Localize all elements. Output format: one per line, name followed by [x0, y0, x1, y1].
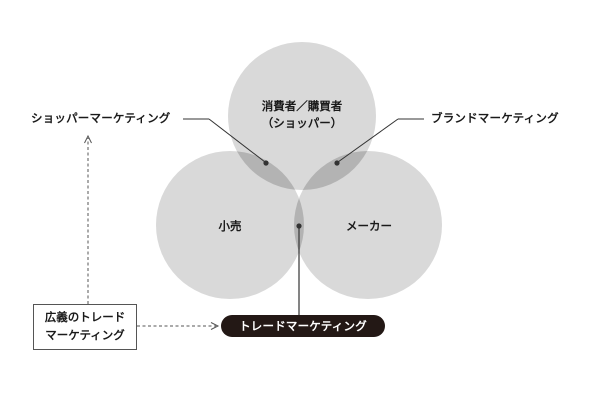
brand-marketing-leader-diag	[337, 118, 399, 163]
broad-trade-line1: 広義のトレード	[44, 310, 126, 325]
consumer-circle	[228, 42, 376, 190]
retail-circle	[156, 151, 304, 299]
brand-marketing-label: ブランドマーケティング	[431, 111, 559, 125]
consumer-label-line1: 消費者／購買者	[261, 99, 343, 113]
trade-marketing-label: トレードマーケティング	[239, 319, 367, 333]
broad-trade-marketing-box: 広義のトレード マーケティング	[33, 304, 137, 350]
broad-trade-line2: マーケティング	[45, 328, 125, 342]
shopper-marketing-dot	[263, 160, 269, 166]
brand-marketing-dot	[334, 160, 340, 166]
broad-to-shopper-arrowhead	[84, 134, 92, 144]
shopper-marketing-leader-diag	[208, 118, 266, 163]
shopper-marketing-label: ショッパーマーケティング	[31, 111, 171, 125]
maker-circle	[294, 151, 442, 299]
trade-marketing-pill: トレードマーケティング	[221, 315, 385, 337]
maker-label: メーカー	[346, 219, 392, 233]
retail-label: 小売	[218, 219, 242, 233]
consumer-label: 消費者／購買者 （ショッパー）	[252, 98, 352, 133]
consumer-label-line2: （ショッパー）	[261, 116, 343, 131]
broad-to-trade-arrowhead	[210, 322, 220, 330]
